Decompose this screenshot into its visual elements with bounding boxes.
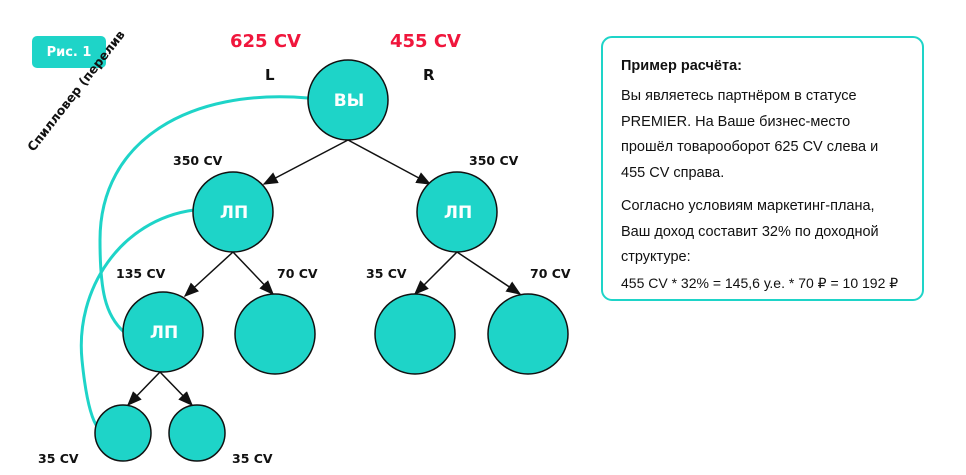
node-you-label: ВЫ: [333, 91, 365, 111]
node-l3-4: [487, 293, 569, 375]
edge: [262, 139, 349, 185]
node-lp-left: [192, 171, 274, 253]
edge: [126, 371, 161, 407]
right-total: 455 CV: [390, 31, 461, 52]
volume-label: 135 CV: [116, 266, 166, 281]
node-lp-left-label: ЛП: [219, 203, 249, 223]
edge: [232, 251, 275, 296]
node-lp-right: [416, 171, 498, 253]
edge: [347, 139, 432, 185]
node-l3-3: [374, 293, 456, 375]
figure-label: Рис. 1: [32, 36, 106, 68]
example-paragraph-2: Согласно условиям маркетинг-плана, Ваш д…: [621, 198, 879, 265]
volume-label: 70 CV: [277, 266, 318, 281]
volume-label: 70 CV: [530, 266, 571, 281]
example-paragraph-1: Вы являетесь партнёром в статусе PREMIER…: [621, 88, 879, 181]
example-formula: 455 CV * 32% = 145,6 у.е. * 70 ₽ = 10 19…: [621, 274, 899, 291]
example-box: Пример расчёта: Вы являетесь партнёром в…: [601, 36, 924, 301]
volume-label: 350 CV: [173, 153, 223, 168]
node-l4-1: [94, 404, 152, 462]
node-l3-1: [122, 291, 204, 373]
volume-label: 35 CV: [366, 266, 407, 281]
left-side-label: L: [265, 66, 275, 84]
edge: [456, 251, 522, 295]
left-total: 625 CV: [230, 31, 301, 52]
spillover-arc-1: [98, 95, 309, 334]
spillover-arc-2: [79, 208, 195, 429]
volume-label: 35 CV: [38, 451, 79, 466]
edge: [183, 251, 234, 298]
node-you: [307, 59, 389, 141]
node-l3-2: [234, 293, 316, 375]
edge: [159, 371, 194, 407]
right-side-label: R: [423, 66, 435, 84]
node-lp-right-label: ЛП: [443, 203, 473, 223]
volume-label: 350 CV: [469, 153, 519, 168]
node-l3-label: ЛП: [149, 323, 179, 343]
volume-label: 35 CV: [232, 451, 273, 466]
example-title: Пример расчёта:: [621, 58, 742, 74]
edge: [413, 251, 458, 296]
node-l4-2: [168, 404, 226, 462]
